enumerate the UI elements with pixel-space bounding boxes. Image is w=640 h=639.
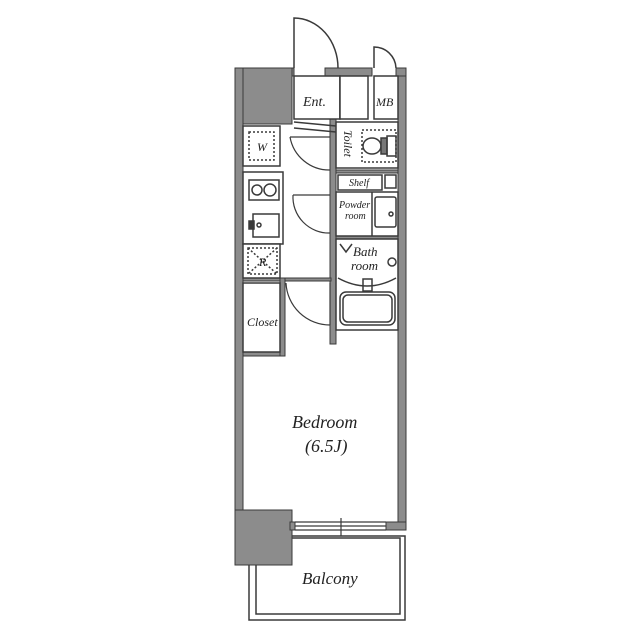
refrigerator-space: [242, 243, 281, 279]
label-powder-room-1: Powder: [338, 200, 370, 211]
label-refrigerator: R: [258, 255, 267, 269]
closet: [242, 282, 281, 353]
label-entrance: Ent.: [302, 95, 326, 110]
toilet-room: [335, 121, 399, 169]
balcony-window: [295, 518, 386, 536]
entrance: [293, 17, 369, 133]
door-swings: [285, 136, 331, 326]
powder-room: [335, 191, 399, 237]
label-closet: Closet: [247, 315, 278, 329]
label-shelf: Shelf: [349, 178, 370, 189]
label-bedroom: Bedroom: [292, 412, 357, 432]
shelf: [337, 174, 397, 191]
bath-room: [335, 238, 399, 331]
label-balcony: Balcony: [302, 569, 358, 588]
balcony-outline: [248, 535, 406, 621]
washer-space: [242, 125, 281, 167]
kitchen: [242, 171, 284, 245]
label-toilet: Toilet: [341, 130, 355, 158]
label-powder-room-2: room: [345, 211, 366, 222]
label-washer: W: [257, 140, 268, 154]
label-bath-room-1: Bath: [353, 244, 378, 259]
label-bath-room-2: room: [351, 258, 378, 273]
label-bedroom-size: (6.5J): [305, 436, 347, 457]
meter-box: [373, 46, 399, 120]
label-meter-box: MB: [375, 95, 394, 109]
